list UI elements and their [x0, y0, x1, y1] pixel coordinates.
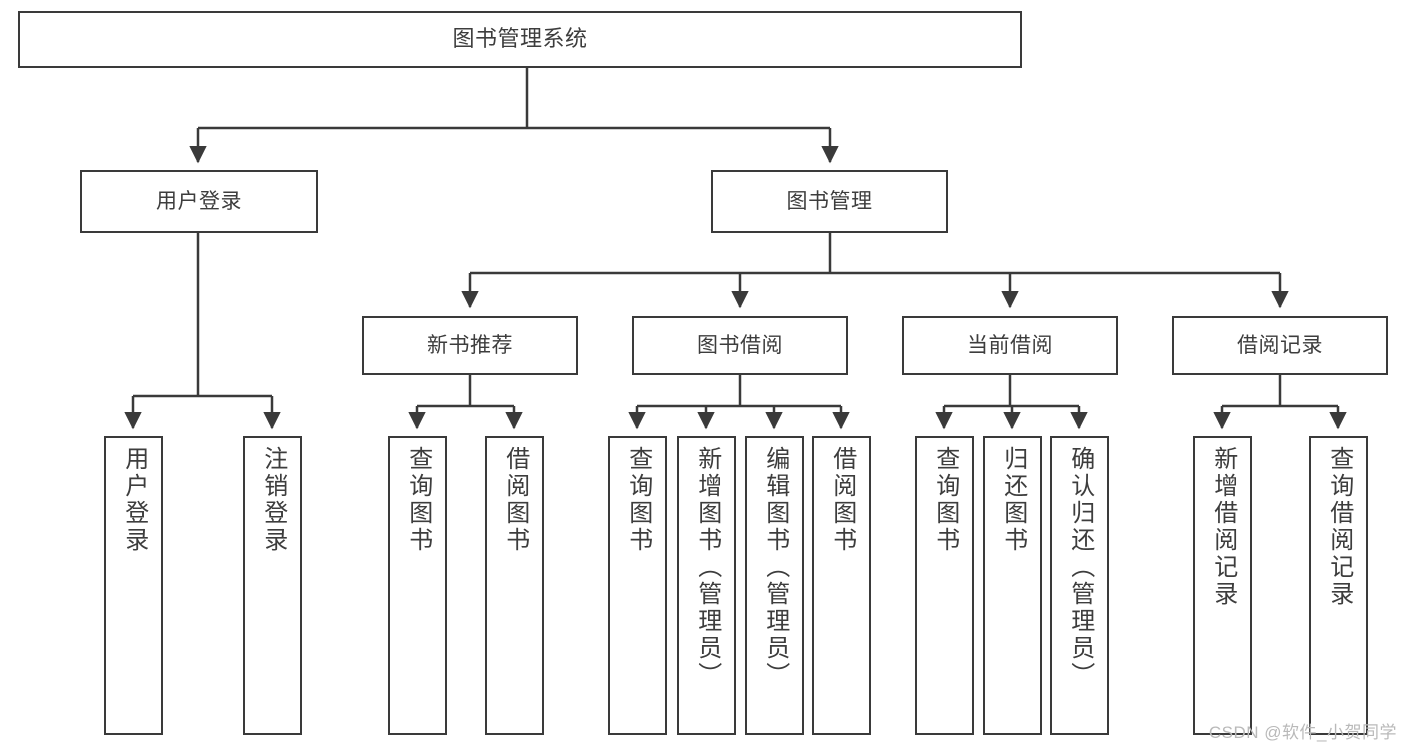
leaf-book-borrow-borrow-book[interactable]: 借阅图书 [812, 436, 871, 735]
node-label: 图书管理系统 [452, 26, 588, 52]
leaf-borrow-record-query-record[interactable]: 查询借阅记录 [1309, 436, 1368, 735]
node-label: 新增图书（管理员） [693, 446, 721, 689]
leaf-book-borrow-edit-book-admin[interactable]: 编辑图书（管理员） [745, 436, 804, 735]
node-label: 当前借阅 [967, 333, 1053, 357]
node-label: 归还图书 [999, 446, 1027, 554]
leaf-user-login-logout[interactable]: 注销登录 [243, 436, 302, 735]
node-label: 编辑图书（管理员） [761, 446, 789, 689]
node-book-borrow[interactable]: 图书借阅 [632, 316, 848, 375]
node-label: 查询借阅记录 [1325, 446, 1353, 608]
node-root-book-management-system[interactable]: 图书管理系统 [18, 11, 1022, 68]
node-label: 用户登录 [156, 189, 242, 213]
node-current-borrow[interactable]: 当前借阅 [902, 316, 1118, 375]
node-label: 查询图书 [624, 446, 652, 554]
leaf-user-login-login[interactable]: 用户登录 [104, 436, 163, 735]
node-label: 注销登录 [259, 446, 287, 554]
node-label: 查询图书 [404, 446, 432, 554]
leaf-borrow-record-add-record[interactable]: 新增借阅记录 [1193, 436, 1252, 735]
node-user-login[interactable]: 用户登录 [80, 170, 318, 233]
node-label: 新书推荐 [427, 333, 513, 357]
leaf-new-book-borrow-book[interactable]: 借阅图书 [485, 436, 544, 735]
node-label: 借阅图书 [501, 446, 529, 554]
node-label: 图书借阅 [697, 333, 783, 357]
leaf-book-borrow-add-book-admin[interactable]: 新增图书（管理员） [677, 436, 736, 735]
node-new-book-recommend[interactable]: 新书推荐 [362, 316, 578, 375]
node-label: 新增借阅记录 [1209, 446, 1237, 608]
csdn-watermark: CSDN @软件_小贺同学 [1208, 723, 1397, 742]
node-label: 查询图书 [931, 446, 959, 554]
node-label: 借阅图书 [828, 446, 856, 554]
node-book-management[interactable]: 图书管理 [711, 170, 948, 233]
leaf-current-borrow-confirm-return-admin[interactable]: 确认归还（管理员） [1050, 436, 1109, 735]
leaf-current-borrow-return-book[interactable]: 归还图书 [983, 436, 1042, 735]
node-label: 用户登录 [120, 446, 148, 554]
leaf-book-borrow-query-book[interactable]: 查询图书 [608, 436, 667, 735]
leaf-new-book-query-book[interactable]: 查询图书 [388, 436, 447, 735]
node-label: 确认归还（管理员） [1066, 446, 1094, 689]
node-label: 借阅记录 [1237, 333, 1323, 357]
leaf-current-borrow-query-book[interactable]: 查询图书 [915, 436, 974, 735]
node-borrow-record[interactable]: 借阅记录 [1172, 316, 1388, 375]
node-label: 图书管理 [786, 189, 873, 213]
